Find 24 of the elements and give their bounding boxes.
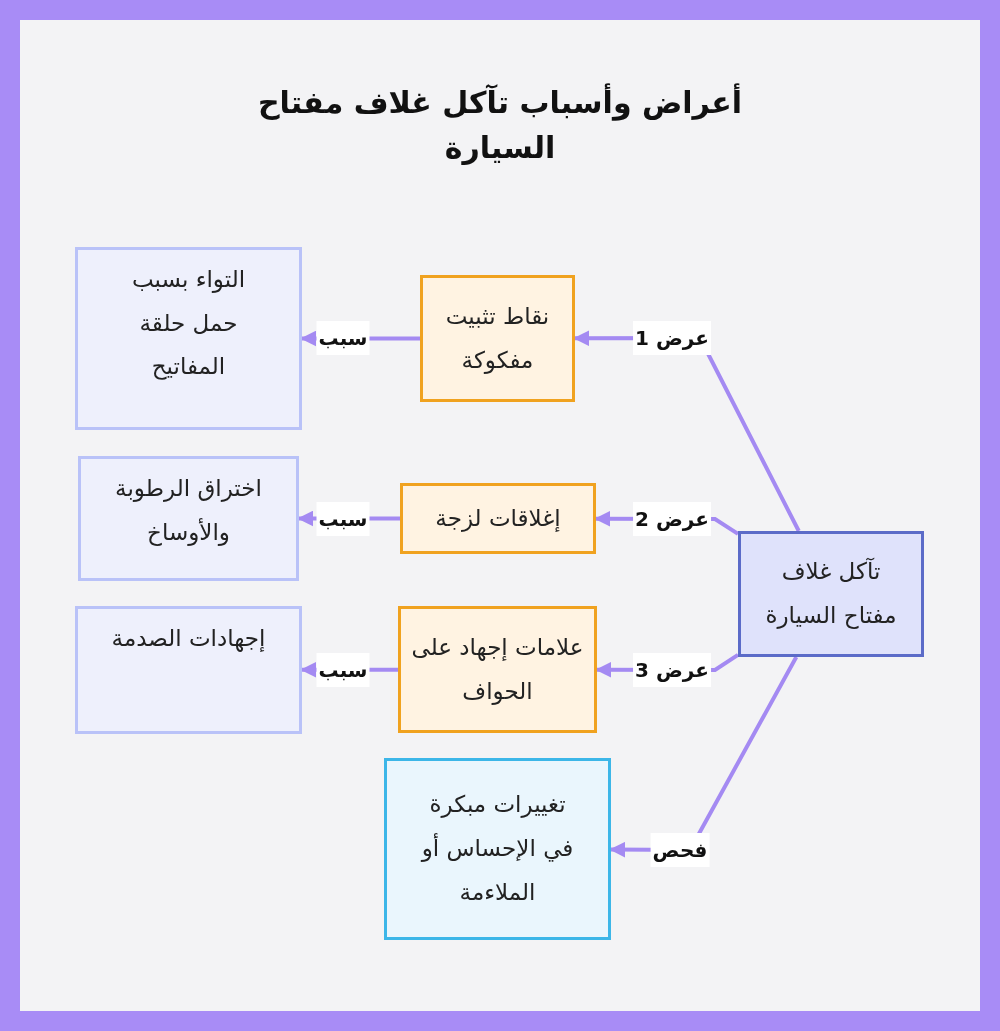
box-text: نقاط تثبيت مفكوكة [444,301,551,376]
title: أعراض وأسباب تآكل غلاف مفتاح السيارة [256,82,744,167]
edge-label: سبب [316,653,370,687]
process-box [75,606,302,734]
edge-label: عرض 1 [633,321,711,355]
box-text: إجهادات الصدمة [111,624,266,654]
edge-label: سبب [316,502,370,536]
edge-label: عرض 2 [633,502,711,536]
box-text: التواء بسبب حمل حلقة المفاتيح [130,265,247,382]
box-text: تغييرات مبكرة في الإحساس أو الملاءمة [419,790,575,907]
process-box [78,456,299,581]
process-box [75,247,302,430]
process-box [400,483,596,554]
process-box [384,758,611,940]
process-box [420,275,575,402]
edge-label: عرض 3 [633,653,711,687]
box-text: علامات إجهاد على الحواف [410,632,585,707]
box-text: اختراق الرطوبة والأوساخ [114,474,263,548]
box-text: تآكل غلاف مفتاح السيارة [765,557,897,631]
process-box [738,531,924,657]
edge-label: فحص [650,833,710,867]
box-text: إغلاقات لزجة [435,503,561,534]
process-box [398,606,597,733]
edge-label: سبب [316,321,370,355]
